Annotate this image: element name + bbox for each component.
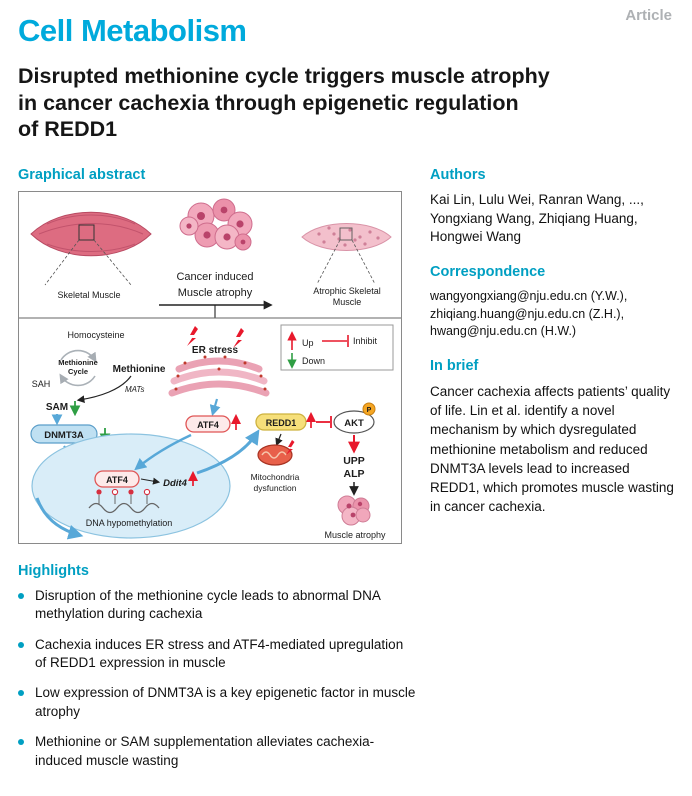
mats-label: MATs bbox=[125, 385, 145, 394]
bullet-icon bbox=[18, 641, 24, 648]
highlight-text-1: Disruption of the methionine cycle leads… bbox=[35, 588, 381, 622]
correspondence-email-3: hwang@nju.edu.cn (H.W.) bbox=[430, 324, 577, 339]
dna-illustration bbox=[88, 488, 160, 514]
akt-label: AKT bbox=[344, 418, 364, 429]
title-line-1: Disrupted methionine cycle triggers musc… bbox=[18, 64, 550, 88]
homocysteine-label: Homocysteine bbox=[67, 330, 124, 340]
journal-logo: Cell Metabolism bbox=[18, 13, 247, 48]
in-brief-heading: In brief bbox=[430, 358, 479, 375]
atf4-to-ddit4-arrow bbox=[140, 477, 161, 485]
cancer-cells-illustration bbox=[179, 198, 253, 251]
muscle-atrophy-transition-label: Muscle atrophy bbox=[178, 287, 253, 299]
graphical-abstract-heading: Graphical abstract bbox=[18, 167, 146, 183]
mitochondria-illustration bbox=[257, 440, 295, 466]
skeletal-muscle-label: Skeletal Muscle bbox=[57, 290, 120, 300]
article-title: Disrupted methionine cycle triggers musc… bbox=[18, 63, 678, 143]
highlight-text-4: Methionine or SAM supplementation allevi… bbox=[35, 734, 375, 768]
atrophic-muscle-illustration bbox=[301, 223, 392, 285]
highlight-text-3: Low expression of DNMT3A is a key epigen… bbox=[35, 685, 416, 719]
authors-line-3: Hongwei Wang bbox=[430, 229, 522, 245]
dnmt3a-label: DNMT3A bbox=[44, 430, 84, 441]
methionine-to-sam-arrow bbox=[76, 375, 132, 404]
atf4-nucleus-label: ATF4 bbox=[106, 475, 128, 485]
bullet-icon bbox=[18, 690, 24, 697]
summary-column: Authors Kai Lin, Lulu Wei, Ranran Wang, … bbox=[430, 167, 676, 544]
er-stress-bolt-icon bbox=[187, 326, 198, 346]
authors-line-1: Kai Lin, Lulu Wei, Ranran Wang, ..., bbox=[430, 192, 644, 207]
atf4-nucleus-box bbox=[94, 470, 140, 488]
atrophic-muscle-label-line2: Muscle bbox=[333, 297, 362, 307]
mitochondria-label-line1: Mitochondria bbox=[251, 472, 300, 482]
highlights-heading: Highlights bbox=[18, 563, 89, 579]
atf4-to-nucleus-arrow bbox=[134, 433, 192, 471]
two-column-area: Graphical abstract bbox=[18, 167, 676, 544]
methionine-cycle-label-line1: Methionine bbox=[58, 358, 98, 367]
bullet-icon bbox=[18, 593, 24, 599]
title-line-2: in cancer cachexia through epigenetic re… bbox=[18, 90, 519, 115]
legend-inhibit-label: Inhibit bbox=[353, 336, 378, 346]
sam-label: SAM bbox=[46, 402, 68, 413]
er-illustration bbox=[168, 355, 270, 397]
dna-hypomethylation-label: DNA hypomethylation bbox=[86, 518, 173, 528]
in-brief-section: In brief Cancer cachexia affects patient… bbox=[430, 358, 676, 516]
legend-down-label: Down bbox=[302, 356, 325, 366]
authors-section: Authors Kai Lin, Lulu Wei, Ranran Wang, … bbox=[430, 167, 676, 247]
akt-oval bbox=[333, 410, 375, 434]
methionine-cycle-label-line2: Cycle bbox=[68, 367, 88, 376]
graphical-abstract-column: Graphical abstract bbox=[18, 167, 402, 544]
redd1-to-mito-arrow bbox=[275, 433, 283, 447]
correspondence-heading: Correspondence bbox=[430, 263, 546, 280]
highlight-item: Methionine or SAM supplementation allevi… bbox=[18, 733, 416, 770]
muscle-atrophy-bottom-label: Muscle atrophy bbox=[324, 530, 386, 540]
phospho-label: P bbox=[367, 407, 372, 414]
er-stress-label: ER stress bbox=[192, 345, 239, 356]
legend-up-label: Up bbox=[302, 338, 314, 348]
authors-line-2: Yongxiang Wang, Zhiqiang Huang, bbox=[430, 210, 638, 226]
dnmt3a-box bbox=[30, 424, 98, 444]
mitochondria-label-line2: dysfunction bbox=[254, 483, 297, 493]
legend: Up Inhibit Down bbox=[280, 324, 394, 371]
highlights-section: Highlights Disruption of the methionine … bbox=[18, 563, 416, 782]
highlight-item: Low expression of DNMT3A is a key epigen… bbox=[18, 684, 416, 721]
correspondence-section: Correspondence wangyongxiang@nju.edu.cn … bbox=[430, 264, 676, 341]
in-brief-text: Cancer cachexia affects patients’ qualit… bbox=[430, 384, 674, 515]
methionine-cycle-arrows bbox=[59, 349, 97, 387]
highlight-text-2: Cachexia induces ER stress and ATF4-medi… bbox=[35, 636, 404, 671]
redd1-label: REDD1 bbox=[266, 418, 297, 428]
correspondence-email-2: zhiqiang.huang@nju.edu.cn (Z.H.), bbox=[430, 306, 625, 321]
ddit4-label: Ddit4 bbox=[163, 478, 187, 489]
highlight-item: Cachexia induces ER stress and ATF4-medi… bbox=[18, 636, 416, 673]
upp-label: UPP bbox=[343, 455, 365, 467]
nucleus-to-redd1-arrow bbox=[196, 429, 260, 475]
er-to-atf4-arrow bbox=[209, 398, 221, 417]
muscle-atrophy-illustration bbox=[337, 495, 371, 526]
atrophic-muscle-label-line1: Atrophic Skeletal bbox=[313, 286, 381, 296]
graphical-abstract-figure: Skeletal Muscle bbox=[19, 198, 401, 540]
methionine-label: Methionine bbox=[113, 364, 166, 375]
cancer-induced-label: Cancer induced bbox=[176, 271, 253, 283]
sah-label: SAH bbox=[32, 379, 51, 389]
correspondence-email-1: wangyongxiang@nju.edu.cn (Y.W.), bbox=[430, 288, 628, 303]
article-type-label: Article bbox=[625, 7, 672, 24]
authors-heading: Authors bbox=[430, 167, 486, 183]
graphical-abstract-box: Skeletal Muscle bbox=[18, 191, 402, 544]
er-stress-bolt-icon bbox=[233, 328, 244, 348]
bullet-icon bbox=[18, 739, 24, 746]
alp-label: ALP bbox=[344, 468, 365, 480]
title-line-3: of REDD1 bbox=[18, 117, 118, 142]
skeletal-muscle-illustration bbox=[30, 211, 152, 286]
atf4-er-label: ATF4 bbox=[197, 420, 219, 430]
highlight-item: Disruption of the methionine cycle leads… bbox=[18, 587, 416, 624]
atf4-er-box bbox=[185, 415, 231, 433]
phospho-circle bbox=[362, 402, 376, 416]
